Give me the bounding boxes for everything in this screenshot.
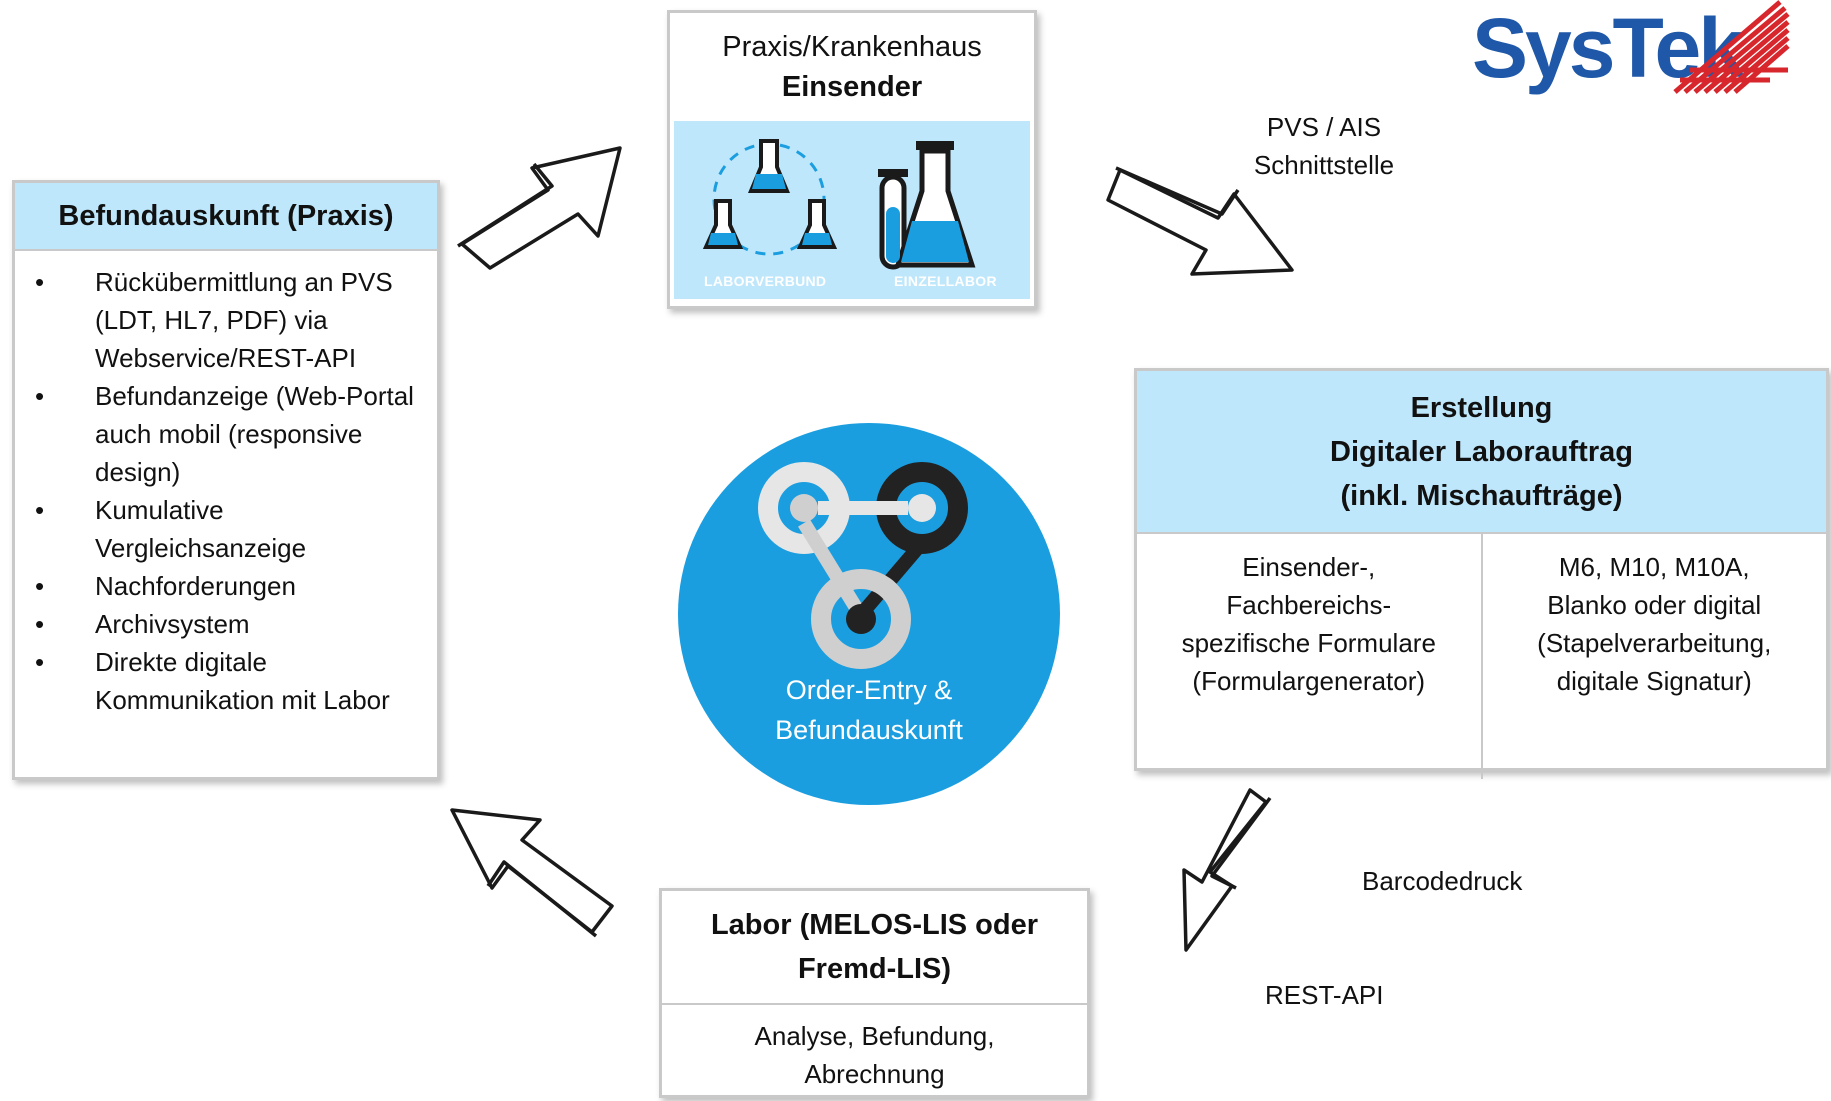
caption-laborverbund: LABORVERBUND bbox=[704, 273, 827, 289]
pvs-label: PVS / AIS Schnittstelle bbox=[1253, 112, 1395, 180]
list-item: •Kumulative Vergleichsanzeige bbox=[35, 495, 307, 563]
arrow-left-to-top bbox=[460, 146, 622, 270]
caption-einzellabor: EINZELLABOR bbox=[894, 273, 997, 289]
sender-line2: Einsender bbox=[781, 71, 923, 103]
order-entry-hub: Order-Entry & Befundauskunft bbox=[678, 423, 1060, 805]
befundauskunft-title: Befundauskunft (Praxis) bbox=[15, 183, 437, 251]
befundauskunft-box: Befundauskunft (Praxis) •Rückübermittlun… bbox=[12, 180, 440, 780]
lab-types-panel: LABORVERBUND EINZELLABOR bbox=[674, 121, 1030, 299]
list-item: •Archivsystem bbox=[35, 609, 250, 639]
list-item: •Rückübermittlung an PVS (LDT, HL7, PDF)… bbox=[35, 267, 393, 373]
list-item: •Befundanzeige (Web-Portal auch mobil (r… bbox=[35, 381, 414, 487]
labor-title: Labor (MELOS-LIS oder Fremd-LIS) bbox=[662, 891, 1087, 1005]
laborauftrag-title: Erstellung Digitaler Laborauftrag (inkl.… bbox=[1137, 371, 1826, 534]
muster-column: M6, M10, M10A, Blanko oder digital (Stap… bbox=[1480, 534, 1827, 779]
sender-box: Praxis/Krankenhaus Einsender bbox=[667, 10, 1037, 309]
barcode-label: Barcodedruck bbox=[1362, 866, 1523, 896]
arrow-bottom-to-left bbox=[450, 808, 614, 934]
order-entry-logo-icon bbox=[758, 462, 968, 669]
labor-box: Labor (MELOS-LIS oder Fremd-LIS) Analyse… bbox=[659, 888, 1090, 1098]
forms-column: Einsender-, Fachbereichs- spezifische Fo… bbox=[1181, 552, 1436, 696]
list-item: •Direkte digitale Kommunikation mit Labo… bbox=[35, 647, 390, 715]
logo-stripes-icon bbox=[1673, 0, 1790, 94]
list-item: •Nachforderungen bbox=[35, 571, 296, 601]
restapi-label: REST-API bbox=[1265, 980, 1384, 1010]
systek-logo: SysTek bbox=[1470, 0, 1790, 110]
laborauftrag-box: Erstellung Digitaler Laborauftrag (inkl.… bbox=[1134, 368, 1829, 779]
sender-line1: Praxis/Krankenhaus bbox=[722, 31, 982, 63]
arrow-right-to-bottom bbox=[1182, 788, 1268, 952]
lab-flasks-icon bbox=[702, 139, 976, 270]
labor-body: Analyse, Befundung, Abrechnung bbox=[754, 1021, 995, 1089]
befundauskunft-list: •Rückübermittlung an PVS (LDT, HL7, PDF)… bbox=[15, 251, 437, 719]
arrow-top-to-right bbox=[1106, 168, 1294, 276]
hub-caption: Order-Entry & Befundauskunft bbox=[775, 675, 963, 745]
